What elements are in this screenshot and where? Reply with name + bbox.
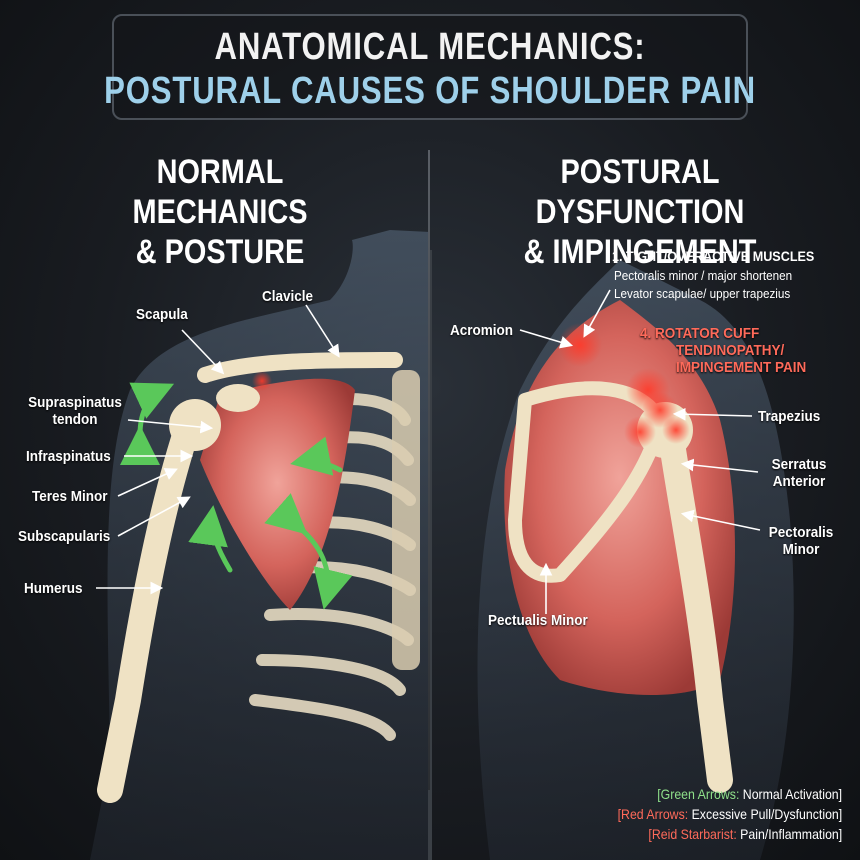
right-humerus-bone bbox=[657, 417, 733, 793]
label-pectualis-minor: Pectualis Minor bbox=[488, 612, 588, 629]
label-acromion: Acromion bbox=[450, 322, 514, 339]
right-pain-starbursts bbox=[252, 323, 690, 448]
label-pectoralis-line1: Pectoralis bbox=[768, 524, 834, 541]
callout-rotator-cuff-line3: IMPINGEMENT PAIN bbox=[676, 359, 807, 376]
label-pectoralis-line2: Minor bbox=[782, 541, 820, 558]
label-infraspinatus: Infraspinatus bbox=[26, 448, 111, 465]
left-humeral-head bbox=[169, 399, 221, 451]
label-subscapularis: Subscapularis bbox=[18, 528, 111, 545]
label-serratus-line1: Serratus bbox=[771, 456, 827, 473]
label-supraspinatus-line1: Supraspinatus bbox=[28, 394, 122, 411]
callout-tight-muscles-line1: Pectoralis minor / major shortenen bbox=[614, 268, 793, 283]
legend-star-value: Pain/Inflammation] bbox=[736, 826, 842, 842]
label-pectoralis-minor: Pectoralis Minor bbox=[761, 524, 842, 558]
left-green-arrows bbox=[119, 382, 353, 610]
label-scapula: Scapula bbox=[136, 306, 188, 323]
left-heading-line1: NORMAL MECHANICS bbox=[132, 153, 308, 231]
panel-divider bbox=[428, 150, 430, 790]
right-scapula-bone bbox=[508, 381, 667, 583]
label-humerus: Humerus bbox=[24, 580, 83, 597]
right-heading-line2: & IMPINGEMENT bbox=[523, 233, 757, 271]
callout-rotator-cuff-line2: TENDINOPATHY/ bbox=[676, 342, 785, 359]
left-acromion-bone bbox=[216, 384, 260, 412]
label-clavicle: Clavicle bbox=[262, 288, 314, 305]
right-heading-line1: POSTURAL DYSFUNCTION bbox=[535, 153, 745, 231]
legend-green-key: [Green Arrows: bbox=[657, 786, 740, 802]
callout-rotator-cuff-line1: 4. ROTATOR CUFF bbox=[640, 325, 760, 342]
right-leader-lines bbox=[519, 289, 761, 614]
legend-red-arrows: [Red Arrows: Excessive Pull/Dysfunction] bbox=[617, 806, 842, 822]
legend-red-key: [Red Arrows: bbox=[617, 806, 688, 822]
title-frame bbox=[112, 14, 748, 120]
label-teres-minor: Teres Minor bbox=[32, 488, 108, 505]
label-supraspinatus: Supraspinatus tendon bbox=[26, 394, 125, 428]
legend-green-value: Normal Activation] bbox=[739, 786, 842, 802]
right-panel-heading: POSTURAL DYSFUNCTION & IMPINGEMENT bbox=[470, 152, 810, 272]
label-serratus-line2: Anterior bbox=[772, 473, 826, 490]
callout-tight-muscles-title: 1. TIGHT/OVERACTIVE MUSCLES bbox=[612, 248, 815, 264]
label-trapezius: Trapezius bbox=[758, 408, 821, 425]
legend-star-key: [Reid Starbarist: bbox=[648, 826, 737, 842]
label-serratus-anterior: Serratus Anterior bbox=[760, 456, 837, 490]
left-heading-line2: & POSTURE bbox=[135, 233, 305, 271]
main-subtitle: POSTURAL CAUSES OF SHOULDER PAIN bbox=[104, 70, 756, 112]
callout-tight-muscles-line2: Levator scapulae/ upper trapezius bbox=[614, 286, 791, 301]
left-panel-heading: NORMAL MECHANICS & POSTURE bbox=[67, 152, 373, 272]
legend-red-value: Excessive Pull/Dysfunction] bbox=[687, 806, 842, 822]
legend-starbursts: [Reid Starbarist: Pain/Inflammation] bbox=[648, 826, 842, 842]
callout-rotator-cuff: 4. ROTATOR CUFF TENDINOPATHY/ IMPINGEMEN… bbox=[640, 325, 806, 376]
main-title: ANATOMICAL MECHANICS: bbox=[214, 26, 646, 68]
label-supraspinatus-line2: tendon bbox=[52, 411, 98, 428]
left-sternum bbox=[392, 250, 432, 860]
legend-green-arrows: [Green Arrows: Normal Activation] bbox=[657, 786, 842, 802]
left-leader-lines bbox=[96, 304, 340, 595]
